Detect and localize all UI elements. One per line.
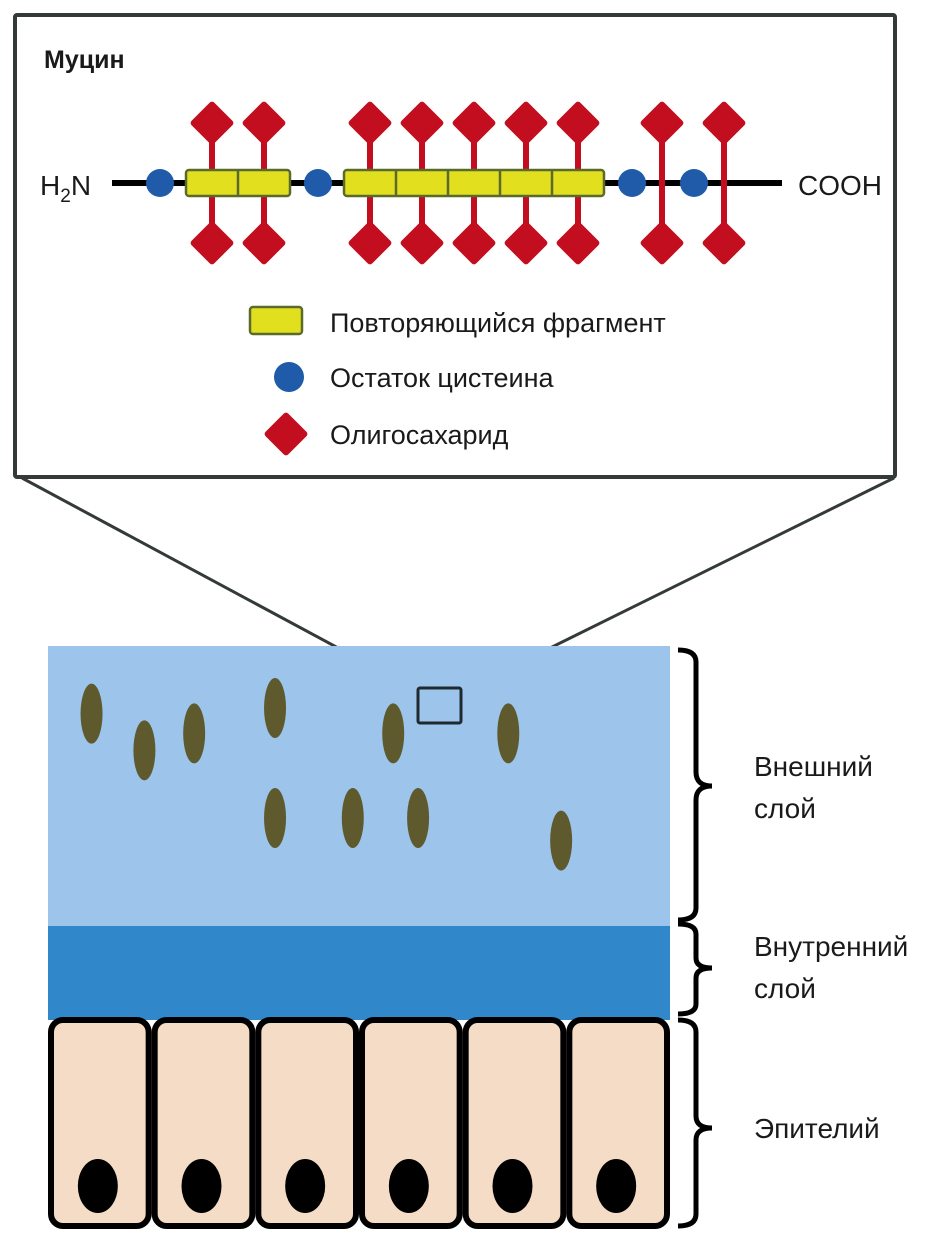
n-terminus-label: H2N xyxy=(40,170,91,207)
outer-layer-label: Внешний xyxy=(754,751,873,782)
cell-nucleus xyxy=(388,1159,429,1213)
oligosaccharide-icon xyxy=(640,101,684,145)
inner-layer-label: Внутренний xyxy=(754,931,908,962)
oligosaccharide-icon xyxy=(504,101,548,145)
inner-layer-label-2: слой xyxy=(754,973,816,1004)
epithelial-cells xyxy=(48,1017,670,1229)
legend-repeat-swatch xyxy=(248,305,304,336)
c-terminus-label: COOH xyxy=(798,170,882,201)
bacterium xyxy=(341,788,364,849)
oligosaccharide-icon xyxy=(702,101,746,145)
oligosaccharide-icon xyxy=(556,221,600,265)
bacterium xyxy=(133,720,156,781)
bacterium xyxy=(382,703,405,764)
bacterium xyxy=(264,678,287,739)
epithelial-cell xyxy=(566,1017,670,1229)
bacterium xyxy=(407,788,430,849)
oligosaccharide-icon xyxy=(242,221,286,265)
epithelial-cell xyxy=(359,1017,463,1229)
bacterium xyxy=(264,788,287,849)
cysteine-residue xyxy=(146,169,174,197)
mucin-chain xyxy=(146,101,746,265)
legend-repeat-label: Повторяющийся фрагмент xyxy=(330,308,666,338)
epithelial-cell xyxy=(462,1017,567,1229)
legend-cysteine-swatch xyxy=(274,362,304,392)
legend-cysteine-label: Остаток цистеина xyxy=(330,363,554,393)
bacterium xyxy=(80,683,103,744)
cell-nucleus xyxy=(181,1159,222,1213)
bacteria-group xyxy=(80,678,573,871)
cell-nucleus xyxy=(77,1159,118,1213)
cysteine-residue xyxy=(618,169,646,197)
legend-oligosaccharide-label: Олигосахарид xyxy=(330,420,509,450)
outer-layer-label-2: слой xyxy=(754,793,816,824)
epithelium-bracket xyxy=(677,1017,713,1229)
outer-layer-bracket xyxy=(677,647,713,923)
bacterium xyxy=(497,703,520,764)
oligosaccharide-icon xyxy=(400,101,444,145)
oligosaccharide-icon xyxy=(556,101,600,145)
oligosaccharide-icon xyxy=(452,101,496,145)
oligosaccharide-icon xyxy=(504,221,548,265)
epithelial-cell xyxy=(255,1017,360,1229)
oligosaccharide-icon xyxy=(348,221,392,265)
epithelial-cell xyxy=(48,1017,152,1229)
repeat-fragment xyxy=(342,168,606,198)
legend: Повторяющийся фрагмент Остаток цистеина … xyxy=(248,305,666,456)
epithelial-cell xyxy=(151,1017,256,1229)
oligosaccharide-icon xyxy=(348,101,392,145)
bacterium xyxy=(550,810,573,871)
oligosaccharide-icon xyxy=(702,221,746,265)
cell-nucleus xyxy=(596,1159,637,1213)
cell-nucleus xyxy=(285,1159,326,1213)
mucin-title: Муцин xyxy=(44,46,125,74)
inner-mucus-layer xyxy=(48,926,670,1020)
inner-layer-bracket xyxy=(677,921,713,1017)
cysteine-residue xyxy=(304,169,332,197)
legend-oligosaccharide-swatch xyxy=(264,412,308,456)
epithelium-label: Эпителий xyxy=(754,1113,880,1144)
oligosaccharide-icon xyxy=(452,221,496,265)
zoom-region-box xyxy=(416,686,463,725)
oligosaccharide-icon xyxy=(190,101,234,145)
cell-nucleus xyxy=(492,1159,533,1213)
oligosaccharide-icon xyxy=(640,221,684,265)
bacterium xyxy=(183,703,206,764)
oligosaccharide-icon xyxy=(400,221,444,265)
outer-mucus-layer xyxy=(48,646,670,928)
oligosaccharide-icon xyxy=(190,221,234,265)
oligosaccharide-icon xyxy=(242,101,286,145)
cysteine-residue xyxy=(680,169,708,197)
